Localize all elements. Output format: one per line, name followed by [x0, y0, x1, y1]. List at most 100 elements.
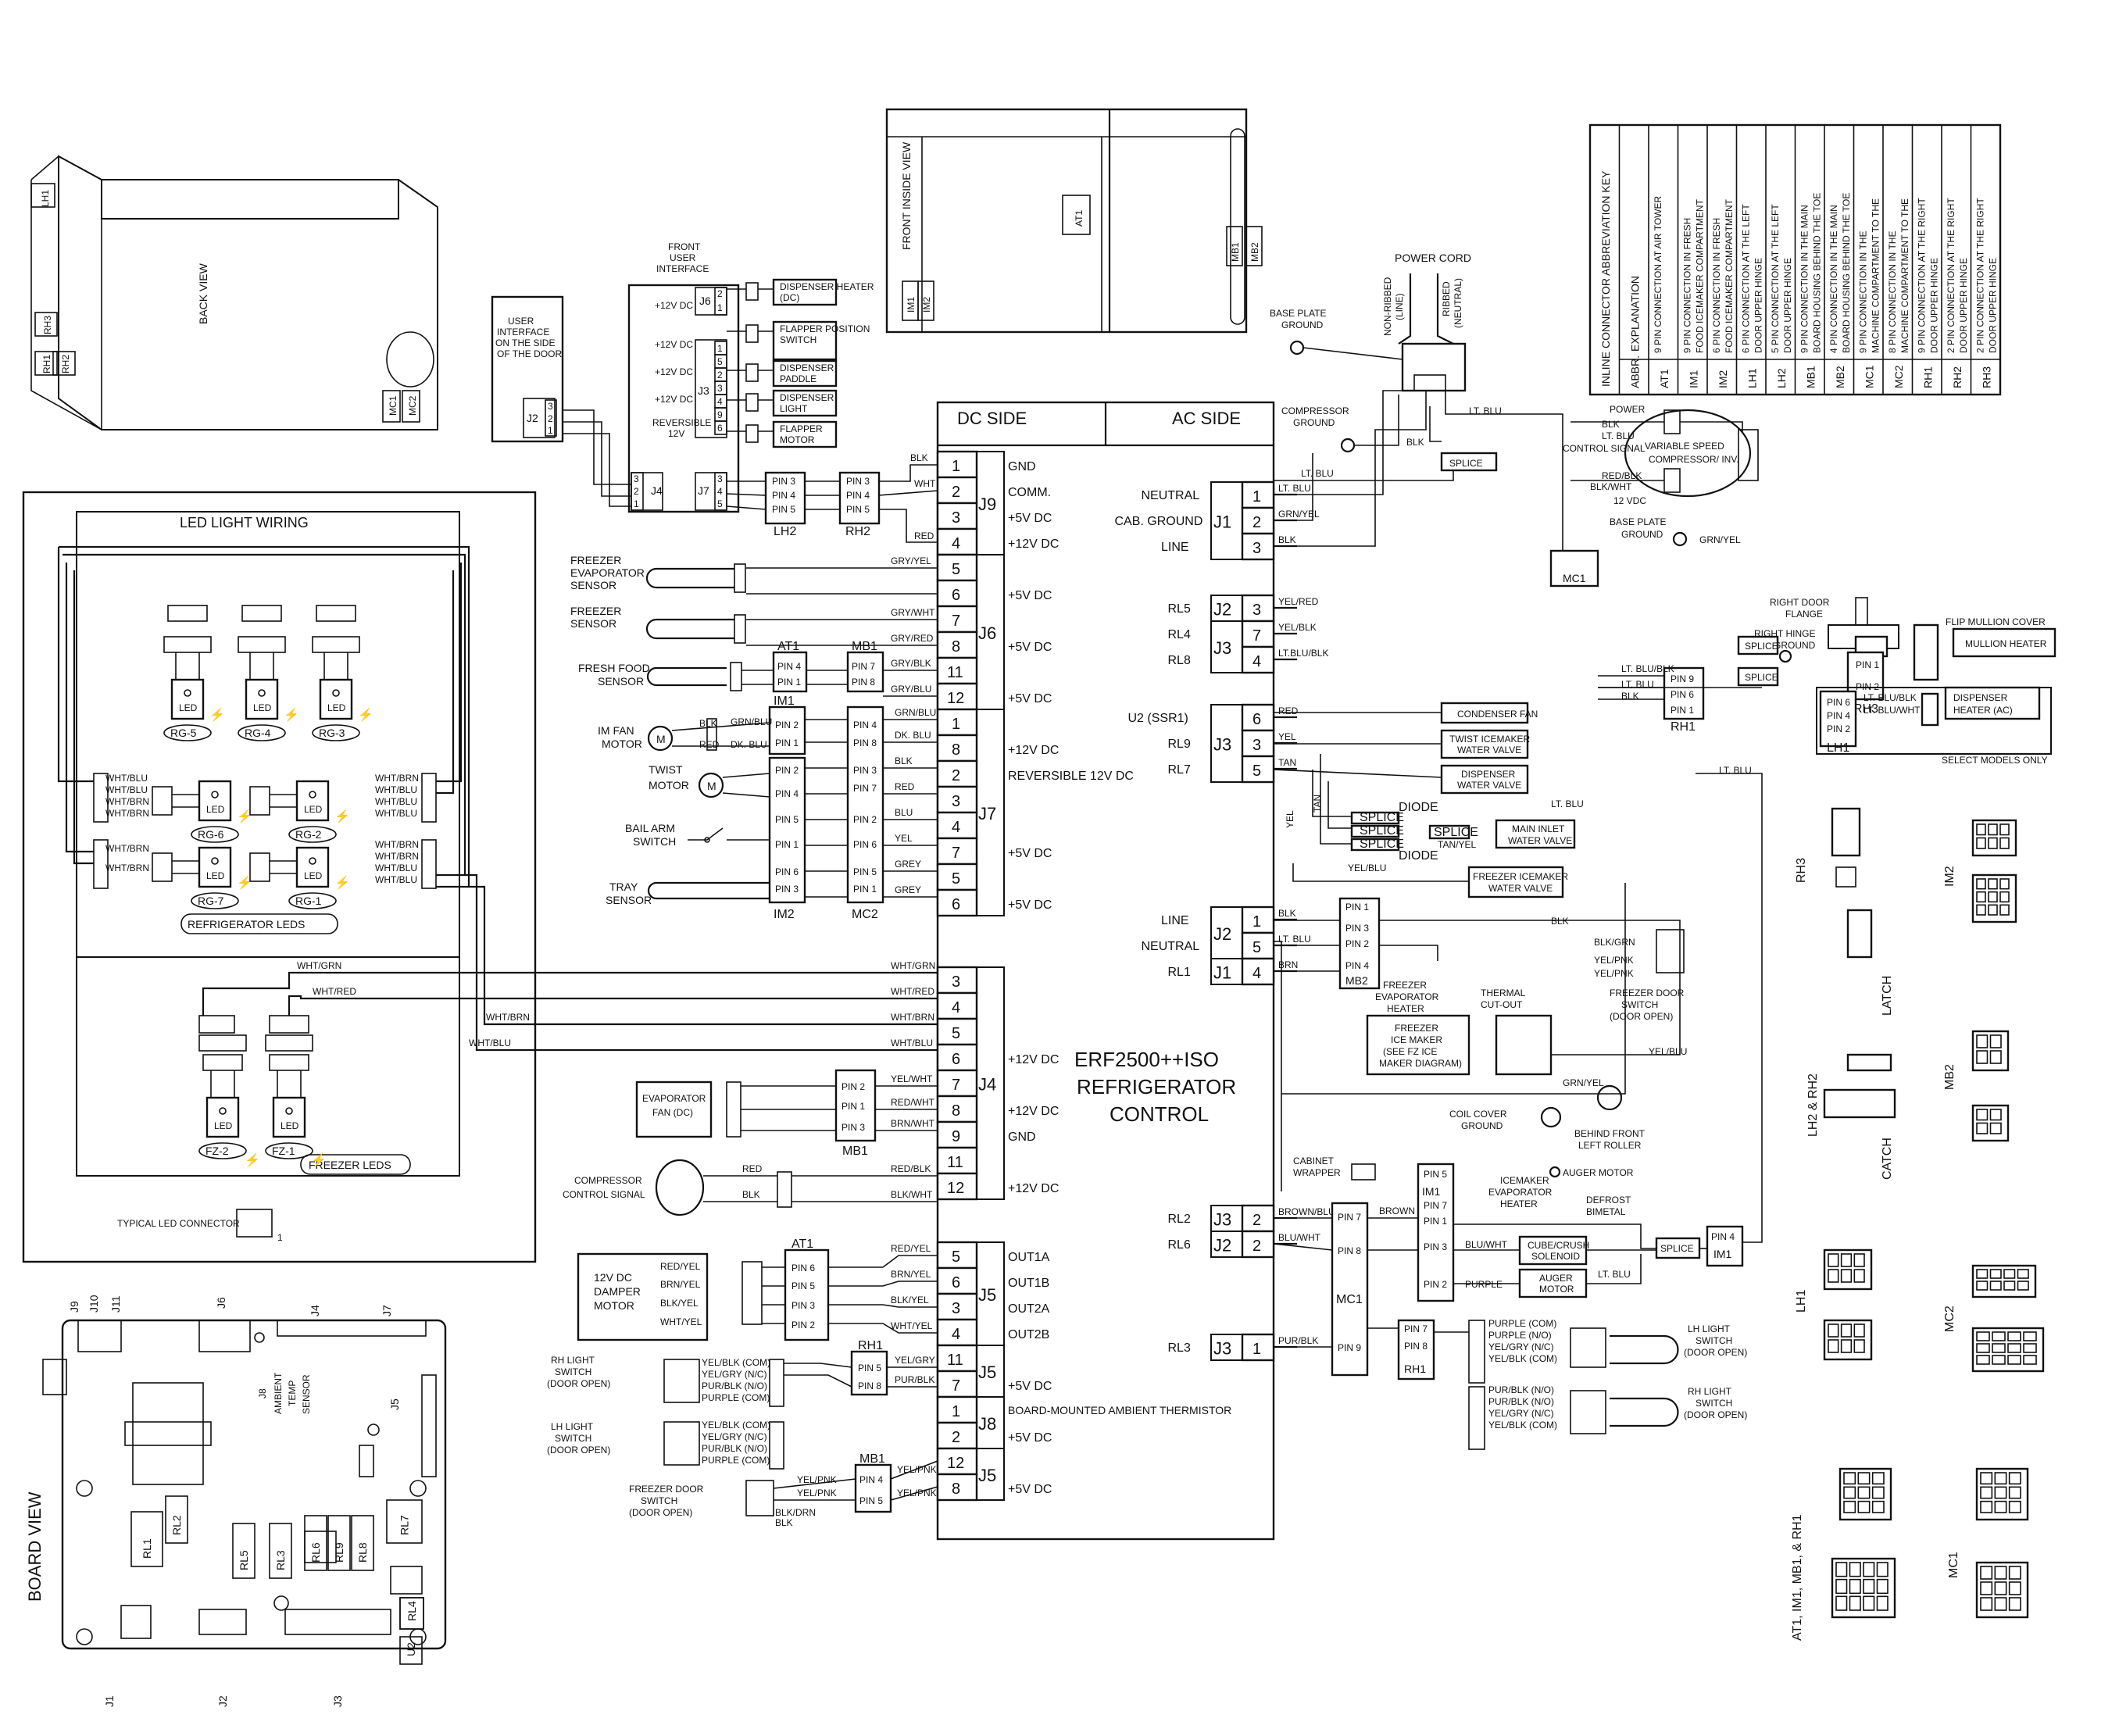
splice-label: SPLICE	[1360, 811, 1404, 824]
key-abbr: LH2	[1775, 368, 1788, 388]
wire-color: BLU/WHT	[1465, 1239, 1508, 1250]
ac-connector-name: J3	[1213, 735, 1231, 755]
pin-label: PIN 2	[791, 1320, 815, 1331]
pin-label: PIN 1	[775, 839, 799, 850]
led-label: LED	[304, 870, 323, 881]
switch-wire-color: PURPLE (COM)	[702, 1392, 770, 1403]
conn-cell	[1988, 837, 1998, 849]
key-abbr: MC1	[1864, 365, 1876, 388]
dc-pin-number: 7	[952, 613, 960, 630]
wire-color: GRY/RED	[891, 633, 934, 644]
control-board: DC SIDE AC SIDE ERF2500++ISO REFRIGERATO…	[936, 401, 1275, 1541]
dc-pin-cell	[936, 1120, 978, 1149]
pin-label: PIN 2	[1424, 1279, 1447, 1290]
rh3-name: RH3	[1853, 702, 1878, 716]
im-heater-label: HEATER	[1500, 1198, 1538, 1209]
conn-cell	[1976, 1034, 1989, 1048]
wire-color: RED/BLK	[1602, 470, 1642, 481]
ac-wire-color: BROWN/BLUE	[1278, 1206, 1342, 1217]
led-connector	[265, 1034, 313, 1052]
ac-pin-number: 1	[1252, 913, 1261, 931]
dc-pin-label: REVERSIBLE 12V DC	[1008, 770, 1134, 783]
conn-cell	[1840, 1339, 1853, 1353]
mc2-name: MC2	[852, 908, 878, 921]
dc-pin-label: OUT1A	[1008, 1251, 1050, 1264]
dc-pin-number: 3	[952, 793, 960, 810]
pin-label: PIN 5	[1424, 1169, 1447, 1180]
wire-color: DK. BLU	[895, 730, 931, 741]
rh2-connector	[838, 471, 881, 525]
ac-pin-label: RL4	[1168, 628, 1191, 641]
wire-color: LT. BLU	[1598, 1269, 1631, 1280]
board-relay-label: RL4	[406, 1601, 418, 1621]
switch-wire-color: YEL/BLK (COM)	[702, 1357, 770, 1368]
dc-pin-label: GND	[1008, 460, 1036, 473]
pin-label: PIN 5	[853, 866, 877, 877]
ac-pin-label: LINE	[1161, 541, 1189, 554]
fz-ice-valve	[1467, 866, 1564, 898]
ac-wire-color: BLK	[1278, 908, 1296, 919]
freezer-evap-sensor-label: FREEZER	[570, 554, 621, 566]
dc-pin-number: 4	[952, 999, 960, 1016]
dc-pin-number: 8	[952, 1102, 960, 1120]
ac-pin-label: RL2	[1168, 1213, 1191, 1226]
led-ray-icon: ⚡	[209, 707, 225, 722]
switch-wire: PUR/BLK (N/O)	[1488, 1396, 1554, 1407]
pin-label: PIN 2	[842, 1081, 865, 1092]
diode-label: DIODE	[1399, 849, 1438, 863]
wire	[1274, 883, 1626, 1191]
dc-pin-number: 3	[952, 1300, 960, 1317]
comp-ground-label: COMPRESSOR	[1281, 405, 1349, 416]
svg-text:+12V DC: +12V DC	[655, 339, 693, 350]
led-connector	[249, 852, 270, 882]
ui-components: DISPENSER HEATER(DC)FLAPPER POSITIONSWIT…	[563, 278, 874, 507]
wire-color: YEL/PNK	[897, 1488, 937, 1498]
ac-connector-block	[1210, 1334, 1243, 1361]
wire-color: LT. BLU/WHT	[1864, 705, 1921, 716]
conn-cell	[1840, 1323, 1853, 1338]
wire	[773, 1478, 856, 1489]
ac-connector-block	[1210, 1231, 1243, 1258]
board-j8-label: J8	[257, 1388, 268, 1398]
wire	[1302, 347, 1403, 360]
pin-label: PIN 1	[853, 884, 877, 895]
wire	[1354, 395, 1399, 446]
wire-color: YEL/PNK	[797, 1474, 837, 1485]
conn-cell	[2017, 1281, 2029, 1291]
key-expl: DOOR UPPER HINGE	[1753, 258, 1764, 353]
dc-pin-number: 5	[952, 1025, 960, 1042]
led-connector	[167, 605, 208, 622]
splice-label: SPLICE	[1449, 458, 1483, 469]
inline-connector	[745, 393, 759, 412]
conn-cell	[2008, 1500, 2021, 1513]
led-tag	[191, 826, 239, 843]
back-mc2: MC2	[407, 395, 418, 416]
conn-cell	[2007, 1331, 2021, 1341]
pin-label: PIN 4	[1711, 1231, 1735, 1242]
svg-text:TEMP: TEMP	[287, 1381, 298, 1406]
back-mc1: MC1	[388, 395, 398, 416]
key-expl: 9 PIN CONNECTION AT AIR TOWER	[1653, 196, 1663, 353]
cube-label: CUBE/CRUSH	[1528, 1240, 1589, 1251]
inline-connector	[1468, 1320, 1485, 1384]
pin-label: PIN 4	[853, 720, 877, 730]
mb2-view-label: MB2	[1943, 1064, 1956, 1090]
wire-color: LT. BLU	[1551, 798, 1584, 809]
dispenser-valve	[1440, 764, 1529, 795]
conn-cell	[1988, 891, 1998, 903]
ui-component-label: MOTOR	[780, 434, 815, 445]
dc-pin-cell	[936, 502, 978, 530]
pin-label: PIN 5	[775, 814, 799, 825]
conn-cell	[2008, 1486, 2021, 1499]
wire	[879, 509, 938, 543]
conn-cell	[1828, 1253, 1839, 1267]
led-label: LED	[281, 1120, 299, 1131]
splice-label: SPLICE	[1745, 641, 1778, 652]
board-relay-label: RL9	[333, 1542, 345, 1563]
ac-pin-label: LINE	[1161, 914, 1189, 927]
wire-color: GRN/BLU	[895, 707, 936, 718]
wire	[784, 1363, 852, 1368]
wire-color: WHT/YEL	[891, 1320, 933, 1331]
wire	[828, 1304, 938, 1308]
